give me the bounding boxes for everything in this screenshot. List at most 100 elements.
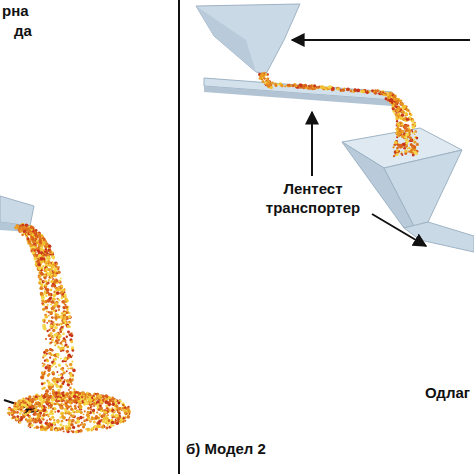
grain — [77, 397, 79, 399]
grain — [118, 402, 121, 405]
grain — [29, 399, 32, 402]
grain — [336, 88, 339, 91]
grain — [68, 396, 71, 399]
grain — [50, 280, 53, 283]
grain — [29, 243, 32, 246]
grain — [44, 399, 46, 401]
grain — [70, 381, 72, 383]
grain — [43, 413, 45, 415]
grain — [42, 356, 44, 358]
grain — [44, 315, 48, 319]
grain — [12, 408, 14, 410]
grain — [49, 332, 52, 335]
grain — [36, 240, 38, 242]
grain — [7, 411, 10, 414]
grain — [54, 267, 58, 271]
grain — [340, 89, 342, 91]
grain — [101, 394, 105, 398]
grain — [93, 405, 95, 407]
grain — [264, 72, 266, 74]
grain — [50, 365, 52, 367]
grain — [121, 409, 123, 411]
grain — [51, 285, 53, 287]
grain — [287, 84, 290, 87]
grain — [66, 310, 68, 312]
grain — [48, 373, 51, 376]
grain — [99, 398, 102, 401]
grain — [43, 408, 47, 412]
grain — [58, 308, 60, 310]
grain — [66, 365, 68, 367]
grain — [354, 89, 357, 92]
grain — [61, 297, 63, 299]
grain — [95, 393, 97, 395]
grain — [54, 411, 56, 413]
grain — [62, 360, 64, 362]
grain — [91, 428, 94, 431]
grain — [66, 336, 68, 338]
grain — [60, 284, 62, 286]
grain — [35, 395, 38, 398]
grain — [51, 398, 54, 401]
grain — [83, 414, 85, 416]
grain — [69, 391, 72, 394]
grain — [46, 413, 48, 415]
grain — [57, 357, 59, 359]
grain — [48, 292, 51, 295]
grain — [296, 85, 298, 87]
grain — [90, 408, 92, 410]
grain — [310, 88, 312, 90]
grain — [52, 354, 54, 356]
grain — [63, 308, 65, 310]
leader-arrow — [372, 214, 426, 246]
grain — [287, 86, 289, 88]
grain — [41, 383, 44, 386]
grain — [82, 425, 85, 428]
grain — [32, 252, 35, 255]
grain — [58, 324, 60, 326]
grain — [34, 255, 36, 257]
grain — [48, 279, 50, 281]
grain — [109, 400, 111, 402]
grain — [49, 251, 52, 254]
grain — [58, 286, 60, 288]
grain — [92, 399, 95, 402]
grain — [86, 392, 88, 394]
grain — [292, 84, 295, 87]
grain — [39, 395, 41, 397]
grain — [104, 410, 107, 413]
grain — [68, 321, 71, 324]
grain — [71, 419, 75, 423]
grain — [33, 257, 36, 260]
grain — [37, 263, 40, 266]
grain — [27, 414, 29, 416]
grain — [262, 80, 265, 83]
grain — [17, 226, 19, 228]
grain — [8, 408, 11, 411]
grain — [45, 240, 47, 242]
grain — [36, 413, 40, 417]
grain — [72, 426, 75, 429]
grain — [112, 403, 115, 406]
grain — [16, 403, 19, 406]
grain — [42, 265, 44, 267]
grain — [93, 403, 96, 406]
grain — [72, 349, 75, 352]
grain — [83, 417, 85, 419]
grain — [124, 407, 126, 409]
grain — [58, 403, 61, 406]
grain — [117, 411, 119, 413]
grain — [59, 423, 62, 426]
grain — [58, 336, 61, 339]
grain — [61, 376, 64, 379]
grain — [95, 416, 98, 419]
grain — [43, 292, 46, 295]
grain — [33, 409, 35, 411]
grain — [54, 358, 57, 361]
grain — [56, 420, 60, 424]
grain — [68, 419, 71, 422]
grain — [50, 423, 53, 426]
grain — [284, 85, 286, 87]
grain — [54, 344, 56, 346]
grain — [39, 397, 43, 401]
